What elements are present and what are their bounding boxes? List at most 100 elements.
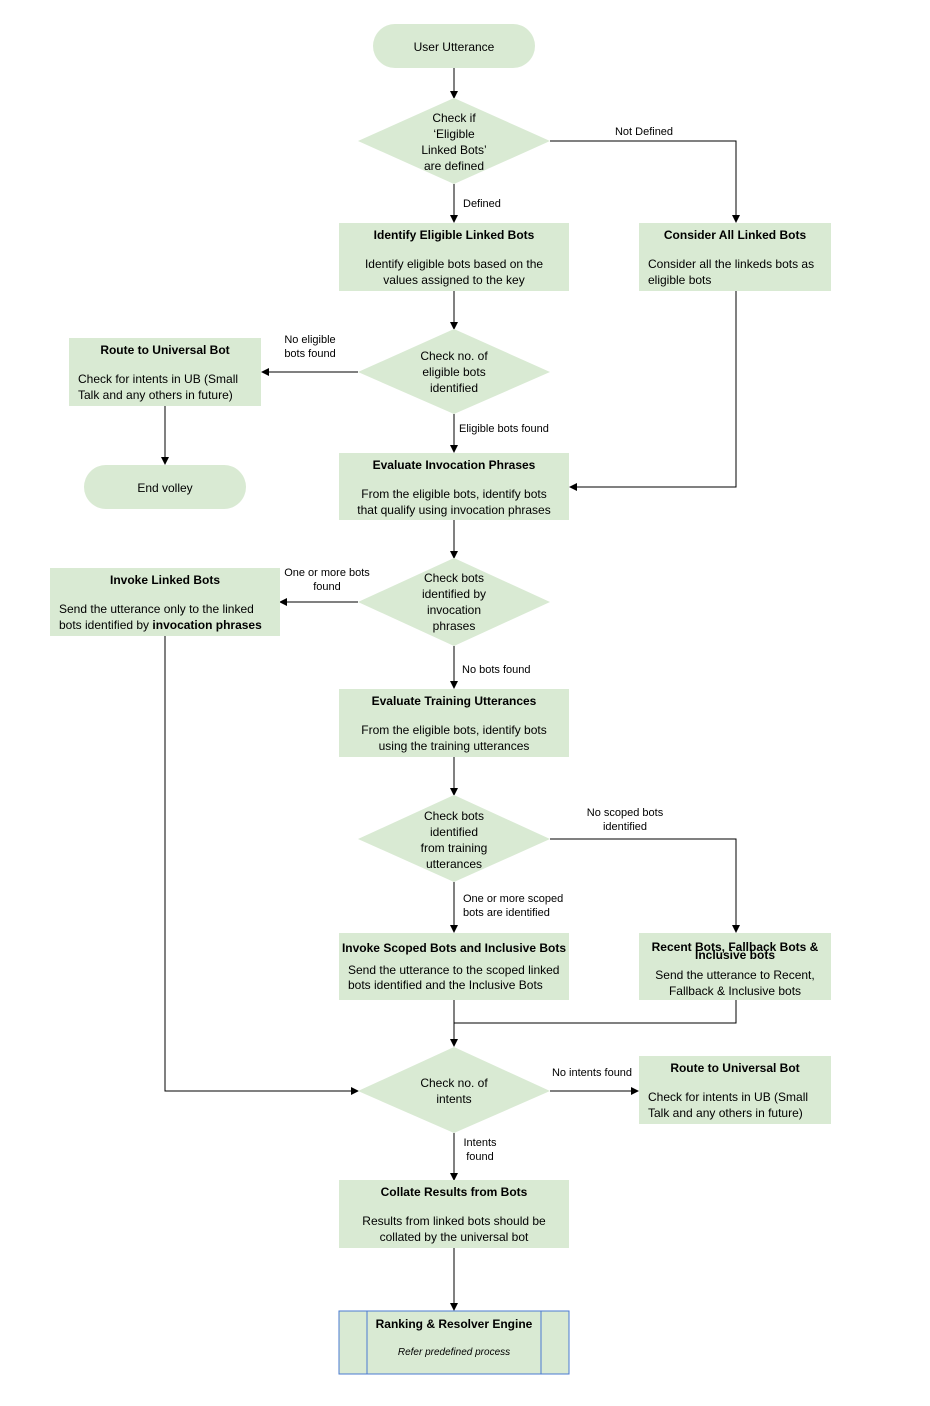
- decision-shape: [358, 329, 550, 414]
- process-shape: [339, 689, 569, 757]
- edge-label-intents-found-2: found: [466, 1151, 494, 1163]
- node-check-training-bots: Check bots identified from training utte…: [358, 795, 550, 882]
- edge-label-no-intents: No intents found: [552, 1067, 632, 1079]
- node-title: Inclusive bots: [695, 948, 775, 962]
- node-desc: bots identified and the Inclusive Bots: [348, 978, 543, 992]
- decision-line: identified: [430, 825, 478, 839]
- decision-line: are defined: [424, 159, 484, 173]
- decision-line: from training: [421, 841, 488, 855]
- edge-consider-all-to-eval: [569, 291, 737, 491]
- node-check-invocation-bots: Check bots identified by invocation phra…: [358, 558, 550, 646]
- decision-line: Check no. of: [420, 349, 488, 363]
- edge-label-no-bots: No bots found: [462, 664, 531, 676]
- node-desc: Talk and any others in future): [78, 388, 233, 402]
- decision-line: invocation: [427, 603, 481, 617]
- connectors: [161, 68, 740, 1311]
- node-desc: Check for intents in UB (Small: [648, 1090, 808, 1104]
- edge-no-scoped: [550, 838, 740, 933]
- process-shape: [339, 223, 569, 291]
- node-desc: Talk and any others in future): [648, 1106, 803, 1120]
- node-desc-bold: invocation phrases: [152, 618, 262, 632]
- decision-line: Linked Bots’: [421, 143, 486, 157]
- node-evaluate-invocation-phrases: Evaluate Invocation Phrases From the eli…: [339, 453, 569, 520]
- decision-line: ‘Eligible: [433, 127, 475, 141]
- edge-label-scoped-found-1: One or more scoped: [463, 893, 563, 905]
- decision-line: identified by: [422, 587, 486, 601]
- node-collate-results: Collate Results from Bots Results from l…: [339, 1180, 569, 1248]
- node-route-universal-bot-1: Route to Universal Bot Check for intents…: [69, 338, 261, 406]
- node-check-intents-count: Check no. of intents: [358, 1047, 550, 1133]
- process-shape: [639, 933, 831, 1000]
- node-consider-all-linked-bots: Consider All Linked Bots Consider all th…: [639, 223, 831, 291]
- node-identify-eligible-linked-bots: Identify Eligible Linked Bots Identify e…: [339, 223, 569, 291]
- edge-labels: Not Defined Defined No eligible bots fou…: [284, 126, 673, 1163]
- edge-label-one-or-more-2: found: [313, 581, 341, 593]
- node-desc: From the eligible bots, identify bots: [361, 723, 546, 737]
- node-desc: Send the utterance to the scoped linked: [348, 963, 559, 977]
- node-title: Route to Universal Bot: [670, 1061, 799, 1075]
- node-desc: From the eligible bots, identify bots: [361, 487, 546, 501]
- edge-label-scoped-found-2: bots are identified: [463, 907, 550, 919]
- process-shape: [339, 1180, 569, 1248]
- node-user-utterance: User Utterance: [373, 24, 535, 68]
- edge-label-defined: Defined: [463, 198, 501, 210]
- process-shape: [339, 933, 569, 1000]
- node-desc: using the training utterances: [379, 739, 530, 753]
- edge-label-no-scoped-1: No scoped bots: [587, 807, 664, 819]
- process-shape: [339, 453, 569, 520]
- node-desc: Fallback & Inclusive bots: [669, 984, 801, 998]
- decision-shape: [358, 795, 550, 882]
- edge-label-one-or-more-1: One or more bots: [284, 567, 370, 579]
- edge-not-defined: [550, 140, 740, 223]
- process-shape: [50, 568, 280, 636]
- decision-line: utterances: [426, 857, 482, 871]
- node-title: Evaluate Invocation Phrases: [373, 458, 536, 472]
- node-title: Collate Results from Bots: [381, 1185, 528, 1199]
- edge-label-no-scoped-2: identified: [603, 821, 647, 833]
- node-desc: values assigned to the key: [383, 273, 524, 287]
- edge-label-no-eligible-2: bots found: [284, 348, 335, 360]
- node-desc: eligible bots: [648, 273, 711, 287]
- edge-label-no-eligible-1: No eligible: [284, 334, 335, 346]
- decision-line: Check bots: [424, 809, 484, 823]
- node-invoke-scoped-bots: Invoke Scoped Bots and Inclusive Bots Se…: [339, 933, 569, 1000]
- node-check-eligible-defined: Check if ‘Eligible Linked Bots’ are defi…: [358, 98, 550, 184]
- node-desc-mixed: bots identified by invocation phrases: [59, 618, 262, 632]
- edge-label-intents-found-1: Intents: [463, 1137, 497, 1149]
- edge-recent-to-merge: [454, 1000, 737, 1024]
- node-check-eligible-count: Check no. of eligible bots identified: [358, 329, 550, 414]
- node-user-utterance-label: User Utterance: [414, 40, 495, 54]
- node-desc: collated by the universal bot: [380, 1230, 529, 1244]
- node-desc: that qualify using invocation phrases: [357, 503, 550, 517]
- node-desc-plain: bots identified by: [59, 618, 152, 632]
- terminator-shape: [373, 24, 535, 68]
- node-desc: Send the utterance only to the linked: [59, 602, 254, 616]
- node-route-universal-bot-2: Route to Universal Bot Check for intents…: [639, 1056, 831, 1124]
- node-title: Recent Bots, Fallback Bots &: [652, 940, 819, 954]
- node-title: Invoke Linked Bots: [110, 573, 220, 587]
- process-shape: [639, 1056, 831, 1124]
- node-desc: Results from linked bots should be: [362, 1214, 546, 1228]
- node-title: Identify Eligible Linked Bots: [374, 228, 535, 242]
- node-end-volley: End volley: [84, 465, 246, 509]
- node-title: Ranking & Resolver Engine: [376, 1317, 533, 1331]
- predefined-process-shape: [338, 1310, 570, 1375]
- node-desc: Send the utterance to Recent,: [655, 968, 814, 982]
- decision-shape: [358, 98, 550, 184]
- node-title: Route to Universal Bot: [100, 343, 229, 357]
- node-desc: Consider all the linkeds bots as: [648, 257, 814, 271]
- node-desc: Check for intents in UB (Small: [78, 372, 238, 386]
- terminator-shape: [84, 465, 246, 509]
- node-desc: Refer predefined process: [398, 1347, 510, 1358]
- node-desc: Identify eligible bots based on the: [365, 257, 543, 271]
- decision-line: eligible bots: [422, 365, 485, 379]
- node-ranking-resolver-engine: Ranking & Resolver Engine Refer predefin…: [338, 1310, 570, 1375]
- edge-invoke-linked-to-check-intents: [164, 636, 359, 1095]
- decision-line: Check if: [432, 111, 476, 125]
- node-end-volley-label: End volley: [137, 481, 192, 495]
- edge-label-not-defined: Not Defined: [615, 126, 673, 138]
- process-shape: [639, 223, 831, 291]
- decision-line: Check no. of: [420, 1076, 488, 1090]
- node-title: Evaluate Training Utterances: [372, 694, 537, 708]
